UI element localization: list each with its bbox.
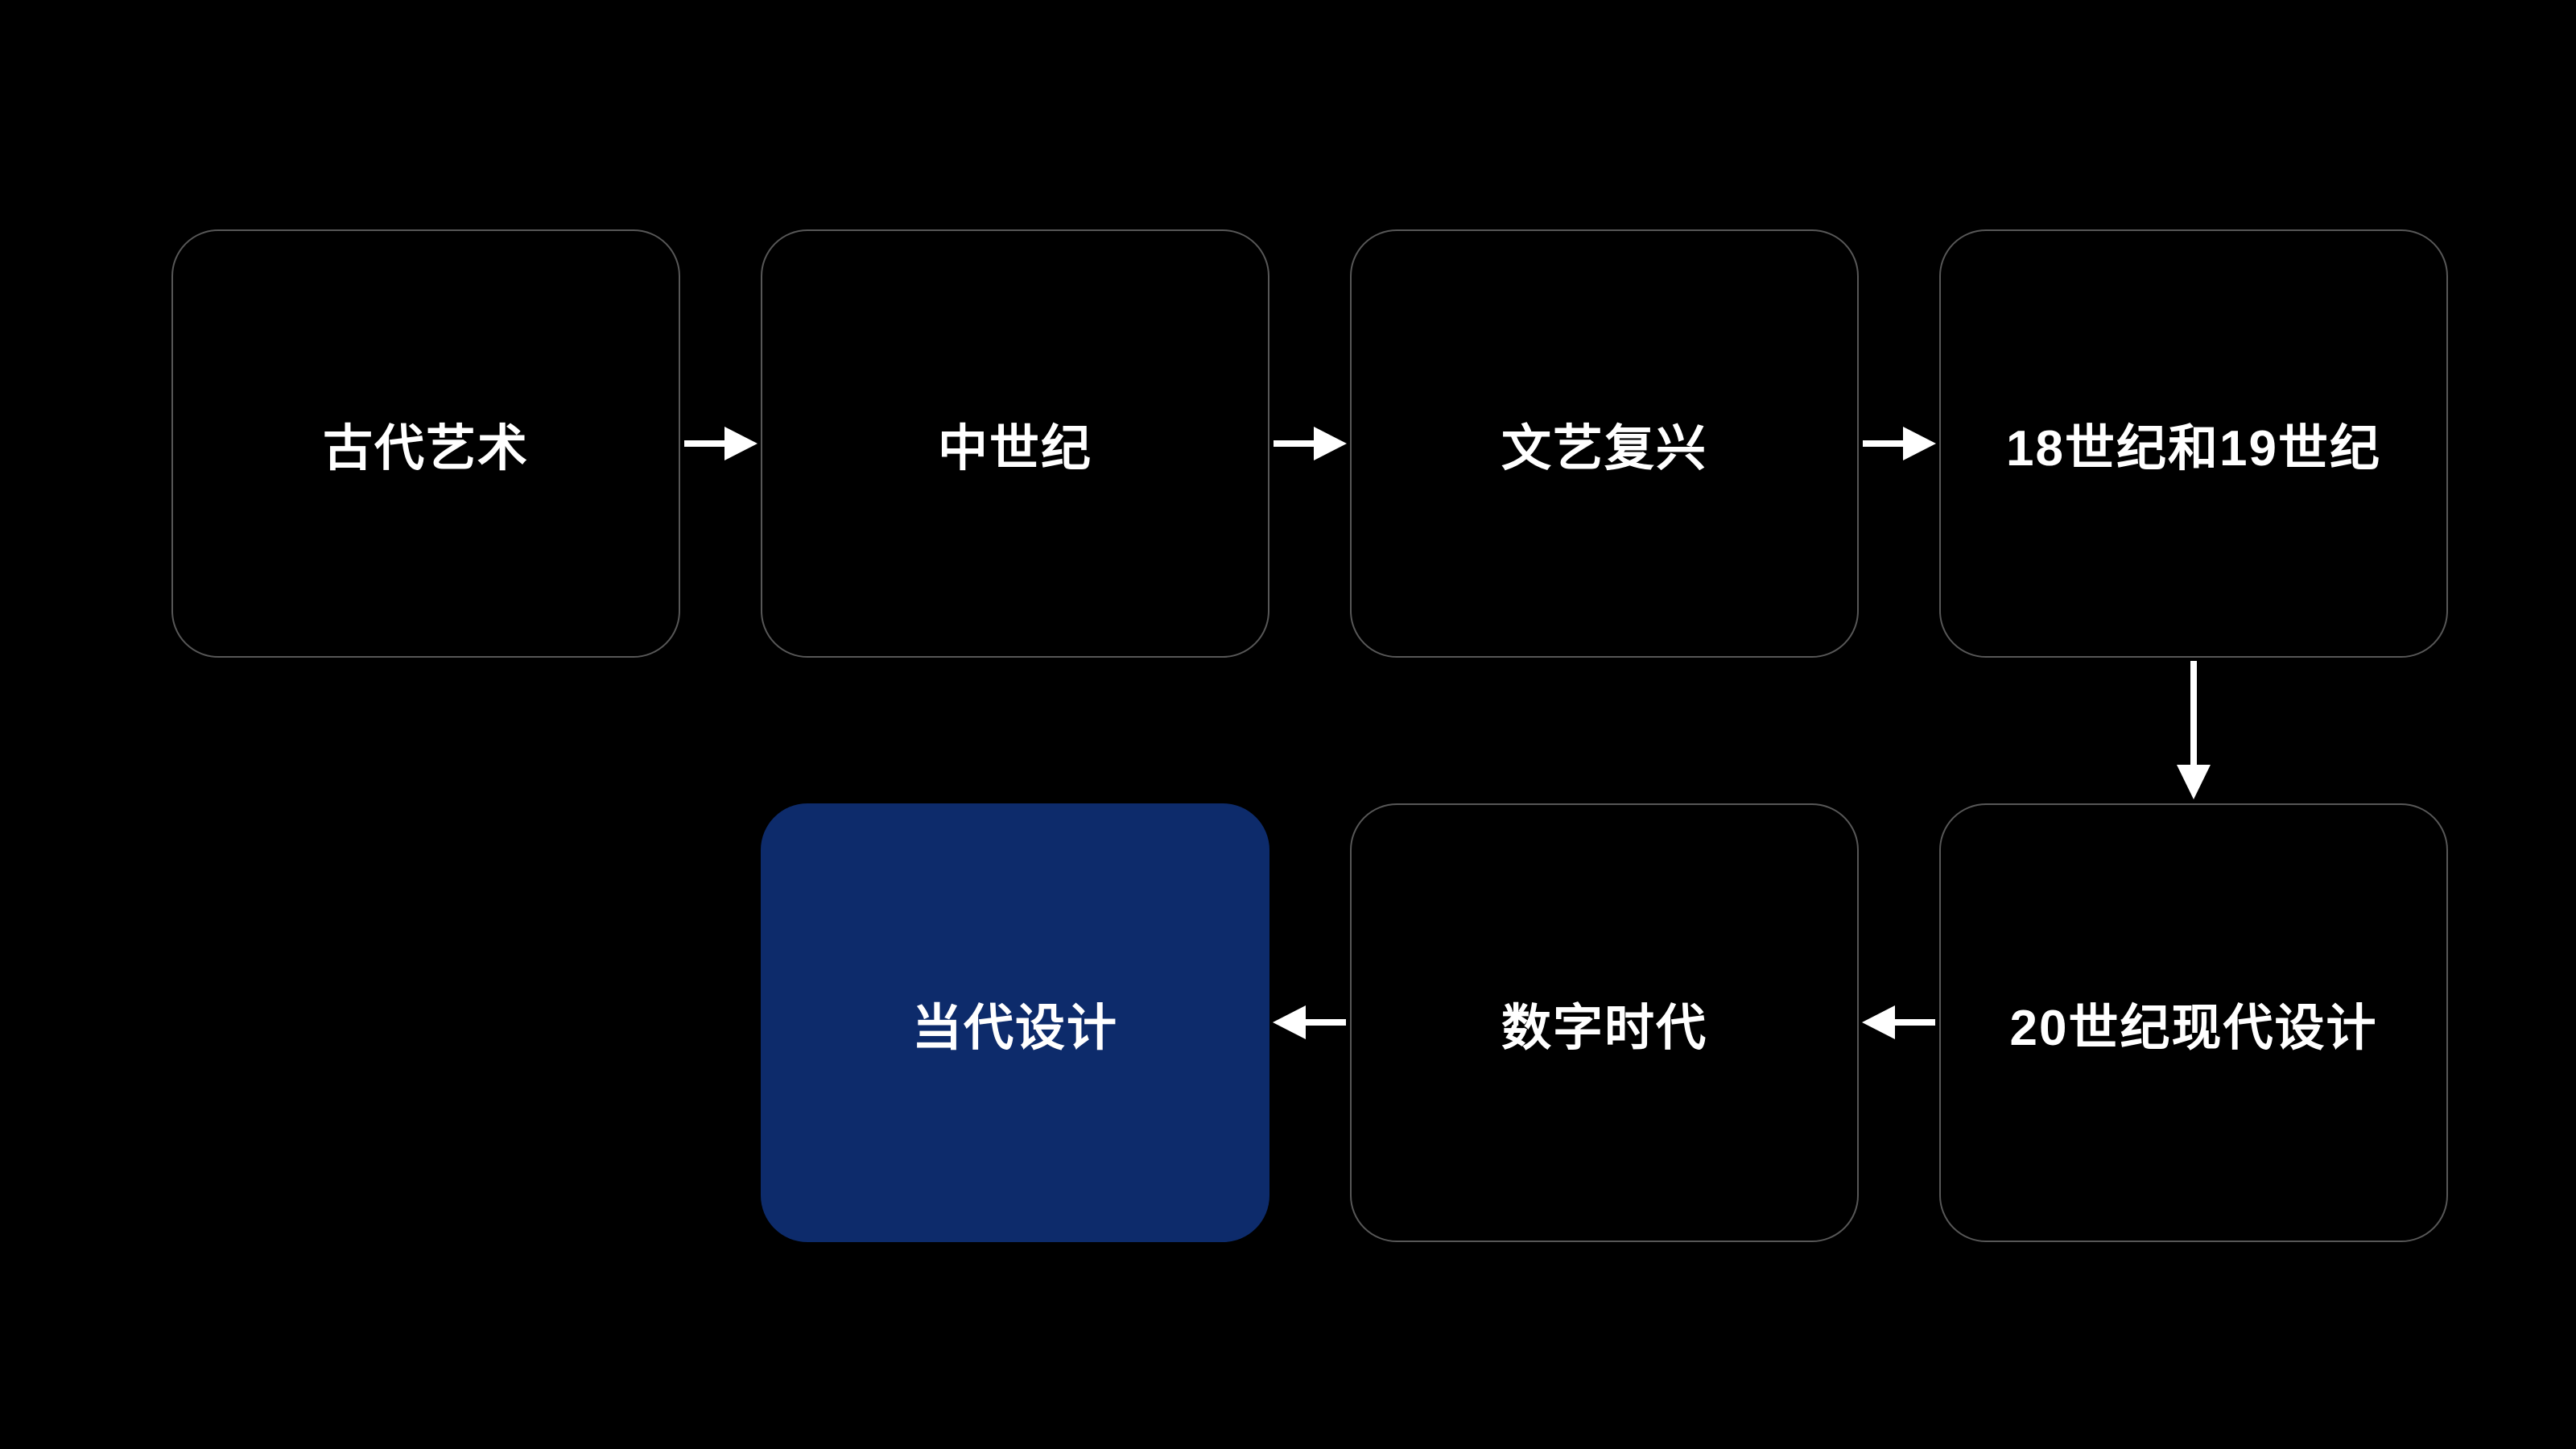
node-contemporary-design-label: 当代设计: [911, 1000, 1118, 1056]
node-ancient-art: 古代艺术: [171, 229, 680, 658]
node-ancient-art-label: 古代艺术: [322, 421, 529, 477]
node-century-20-modern-design-label: 20世纪现代设计: [2009, 1000, 2378, 1056]
node-middle-ages: 中世纪: [761, 229, 1269, 658]
node-contemporary-design: 当代设计: [761, 803, 1269, 1242]
node-century-20-modern-design: 20世纪现代设计: [1939, 803, 2448, 1242]
edge-century-20-to-digital-age: [1862, 1005, 1935, 1039]
node-century-18-19: 18世纪和19世纪: [1939, 229, 2448, 658]
edge-digital-age-to-contemporary-design: [1273, 1005, 1346, 1039]
edge-renaissance-to-century-18-19: [1863, 427, 1936, 460]
node-renaissance-label: 文艺复兴: [1501, 421, 1707, 477]
node-century-18-19-label: 18世纪和19世纪: [2006, 421, 2381, 477]
node-digital-age-label: 数字时代: [1501, 1000, 1707, 1056]
node-middle-ages-label: 中世纪: [937, 421, 1092, 477]
edge-ancient-art-to-middle-ages: [684, 427, 758, 460]
edge-century-18-19-to-century-20: [2177, 661, 2211, 799]
edge-middle-ages-to-renaissance: [1274, 427, 1347, 460]
node-renaissance: 文艺复兴: [1350, 229, 1859, 658]
node-digital-age: 数字时代: [1350, 803, 1859, 1242]
